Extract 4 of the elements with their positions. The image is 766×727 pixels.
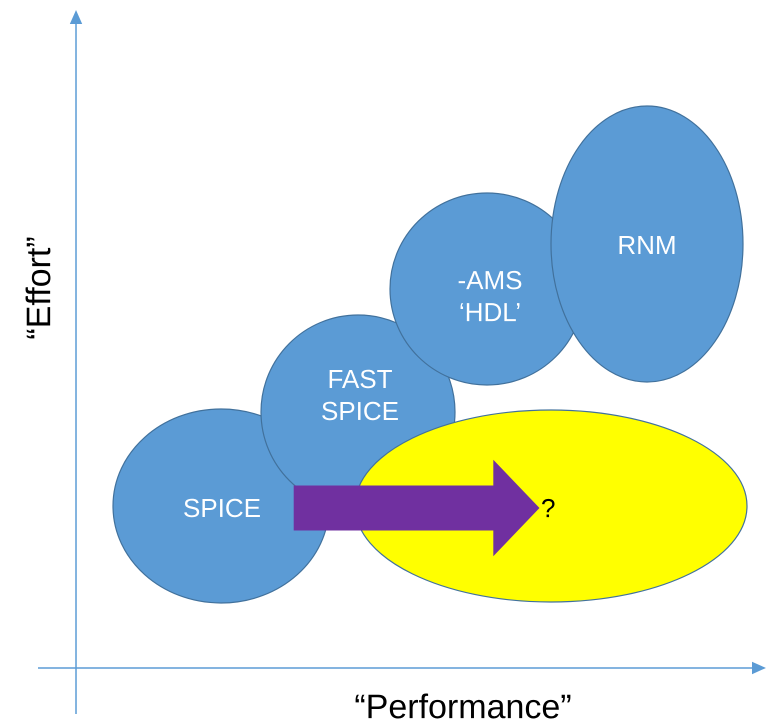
ellipse-node: RNM [550,105,744,383]
axis-label: “Effort” [26,238,50,338]
axis-label: “Performance” [356,694,570,718]
block-arrow [294,460,540,556]
